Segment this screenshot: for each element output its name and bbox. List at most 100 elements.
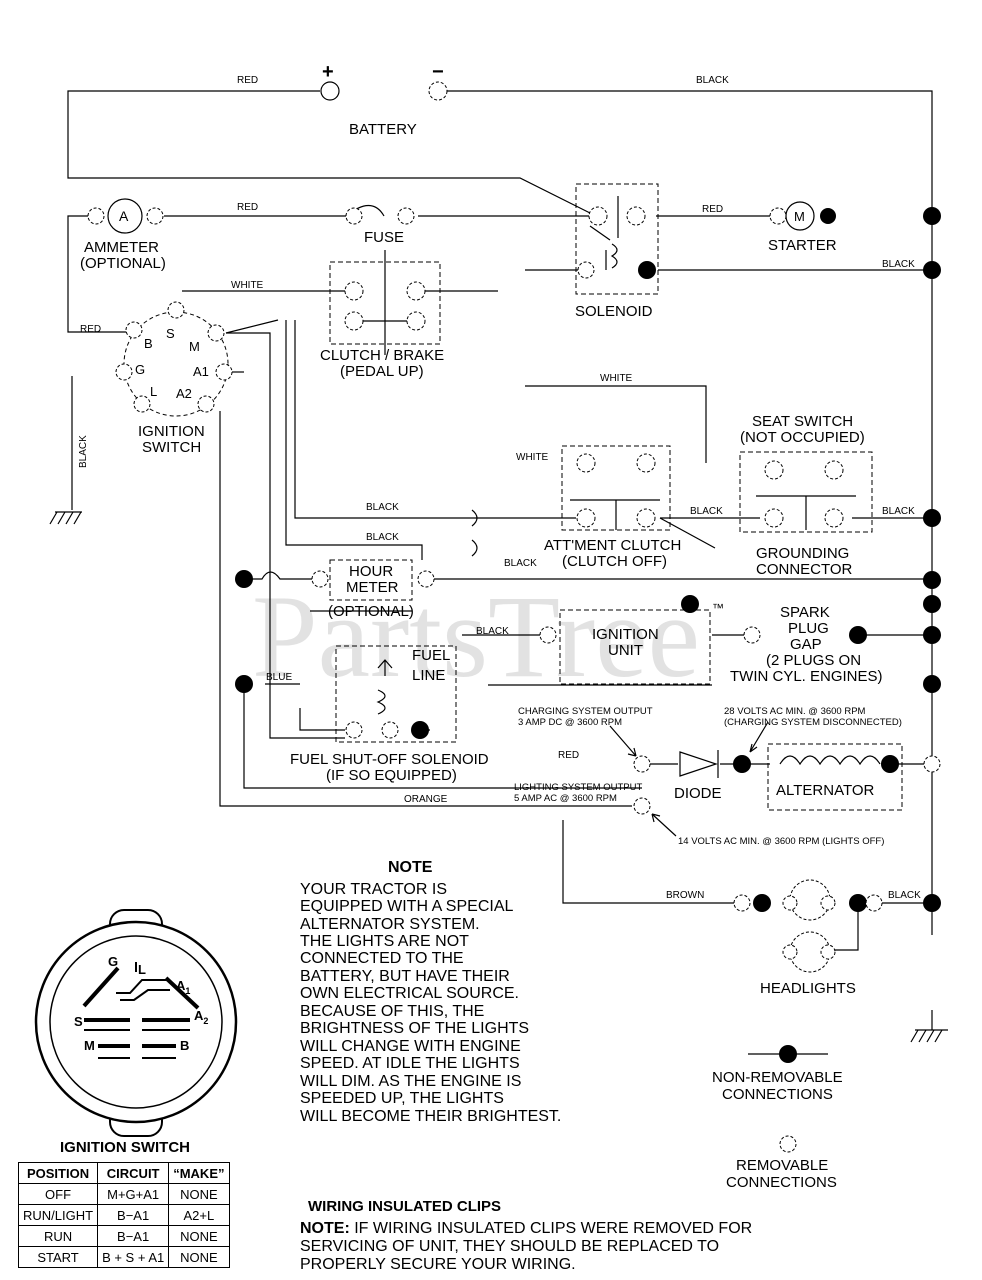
legend: NON-REMOVABLE CONNECTIONS REMOVABLE CONN… <box>712 1045 843 1191</box>
spark-label-3: GAP <box>790 636 822 653</box>
headlights: HEADLIGHTS <box>733 879 941 997</box>
table-row: START B + S + A1 NONE <box>17 1246 230 1268</box>
pin-a1: A1 <box>193 364 209 379</box>
note-line: SPEEDED UP, THE LIGHTS <box>300 1090 504 1107</box>
fuse: FUSE <box>345 207 415 246</box>
table-row: RUN B−A1 NONE <box>17 1225 230 1247</box>
right-bus-connections <box>923 207 941 693</box>
pin-a2: A2 <box>176 386 192 401</box>
wire-label-white: WHITE <box>516 452 549 463</box>
wire-label-red: RED <box>80 324 101 335</box>
watermark-tm: ™ <box>712 601 724 615</box>
table-cell: A2+L <box>168 1204 230 1226</box>
clutch-brake-sub-label: (PEDAL UP) <box>340 363 424 380</box>
table-cell: NONE <box>168 1183 230 1205</box>
pin-g: G <box>135 362 145 377</box>
spark-label-1: SPARK <box>780 604 830 621</box>
fuel-line-label-2: LINE <box>412 667 445 684</box>
table-cell: B + S + A1 <box>97 1246 170 1268</box>
wire-label-red: RED <box>237 75 258 86</box>
table-cell: B−A1 <box>97 1204 170 1226</box>
table-header-cell: CIRCUIT <box>97 1162 170 1184</box>
wire-label-blue: BLUE <box>266 672 292 683</box>
wire-label-white: WHITE <box>600 373 633 384</box>
charging-system: DIODE ALTERNATOR CHARGING SYSTEM OUTPUT … <box>514 706 941 847</box>
fuel-line-label-1: FUEL <box>412 647 450 664</box>
face-pin-a2: A2 <box>194 1008 208 1026</box>
wire-label-red: RED <box>702 204 723 215</box>
pin-m: M <box>189 339 200 354</box>
note-title: NOTE <box>388 859 433 876</box>
face-pin-l: L <box>138 962 146 977</box>
clips-note-label: NOTE: <box>300 1220 350 1237</box>
note-line: BECAUSE OF THIS, THE <box>300 1003 484 1020</box>
ignition-switch-label: IGNITION <box>138 423 205 440</box>
face-pin-s: S <box>74 1014 83 1029</box>
table-header-row: POSITION CIRCUIT “MAKE” <box>17 1162 230 1184</box>
note-block: NOTE YOUR TRACTOR IS EQUIPPED WITH A SPE… <box>300 859 561 1125</box>
removable-connection-icon <box>779 1135 797 1153</box>
ignition-unit-label-2: UNIT <box>608 642 643 659</box>
hour-meter: HOUR METER (OPTIONAL) <box>235 559 435 620</box>
fuse-label: FUSE <box>364 229 404 246</box>
alternator-label: ALTERNATOR <box>776 782 875 799</box>
ignition-switch-label-2: SWITCH <box>142 439 201 456</box>
ignition-switch: S B M G A1 L A2 IGNITION SWITCH <box>115 301 233 456</box>
table-cell: NONE <box>168 1225 230 1247</box>
pin-l: L <box>150 384 157 399</box>
note-line: BRIGHTNESS OF THE LIGHTS <box>300 1020 529 1037</box>
grounding-connector-label-2: CONNECTOR <box>756 561 853 578</box>
charge-spec-2: 3 AMP DC @ 3600 RPM <box>518 717 622 728</box>
alternator-coil-icon <box>779 755 881 766</box>
diode-icon <box>679 751 718 777</box>
spark-label-5: TWIN CYL. ENGINES) <box>730 668 883 685</box>
solenoid-label: SOLENOID <box>575 303 653 320</box>
seat-switch: SEAT SWITCH (NOT OCCUPIED) GROUNDING CON… <box>739 413 873 578</box>
note-line: YOUR TRACTOR IS <box>300 881 447 898</box>
hour-meter-optional-label: (OPTIONAL) <box>328 603 414 620</box>
table-row: RUN/LIGHT B−A1 A2+L <box>17 1204 230 1226</box>
wire-label-black-vertical: BLACK <box>78 435 89 468</box>
attment-clutch-sub-label: (CLUTCH OFF) <box>562 553 667 570</box>
ignition-switch-face: G L A1 S A2 M B IGNITION SWITCH <box>34 909 238 1156</box>
light-spec-2: 5 AMP AC @ 3600 RPM <box>514 793 617 804</box>
battery-positive-terminal <box>320 81 340 101</box>
note-line: WILL CHANGE WITH ENGINE <box>300 1038 521 1055</box>
wire-labels: RED BLACK RED RED BLACK WHITE RED WHITE … <box>78 75 921 901</box>
battery: + − BATTERY <box>320 61 448 138</box>
wire-label-black: BLACK <box>476 626 509 637</box>
ammeter: A AMMETER (OPTIONAL) <box>80 198 166 272</box>
face-pin-a1-sub: 1 <box>185 986 190 996</box>
clips-line-1-text: IF WIRING INSULATED CLIPS WERE REMOVED F… <box>350 1220 752 1237</box>
pin-s: S <box>166 326 175 341</box>
note-line: WILL DIM. AS THE ENGINE IS <box>300 1073 521 1090</box>
ammeter-icon <box>107 198 143 234</box>
wire-label-black: BLACK <box>690 506 723 517</box>
wire-label-black: BLACK <box>882 506 915 517</box>
face-pin-g: G <box>108 954 118 969</box>
face-pin-a2-sub: 2 <box>203 1016 208 1026</box>
headlights-label: HEADLIGHTS <box>760 980 856 997</box>
starter-motor-icon <box>785 201 815 231</box>
wire-label-red: RED <box>237 202 258 213</box>
attachment-clutch: ATT'MENT CLUTCH (CLUTCH OFF) <box>544 445 681 570</box>
battery-minus-sign: − <box>432 61 444 83</box>
ammeter-letter: A <box>119 208 129 224</box>
note-line: WILL BECOME THEIR BRIGHTEST. <box>300 1108 561 1125</box>
seat-switch-sub-label: (NOT OCCUPIED) <box>740 429 865 446</box>
attment-clutch-label: ATT'MENT CLUTCH <box>544 537 681 554</box>
clips-line-1: NOTE: IF WIRING INSULATED CLIPS WERE REM… <box>300 1220 752 1237</box>
battery-negative-terminal <box>428 81 448 101</box>
starter-letter: M <box>794 209 805 224</box>
wire-label-brown: BROWN <box>666 890 704 901</box>
table-row: OFF M+G+A1 NONE <box>17 1183 230 1205</box>
seat-switch-label: SEAT SWITCH <box>752 413 853 430</box>
wires <box>49 90 948 1043</box>
note-line: BATTERY, BUT HAVE THEIR <box>300 968 510 985</box>
non-removable-connection-icon <box>779 1045 797 1063</box>
note-line: ALTERNATOR SYSTEM. <box>300 916 480 933</box>
legend-nonremovable-2: CONNECTIONS <box>722 1086 833 1103</box>
wire-label-black: BLACK <box>696 75 729 86</box>
clutch-brake-switch: CLUTCH / BRAKE (PEDAL UP) <box>320 261 444 380</box>
note-line: THE LIGHTS ARE NOT <box>300 933 469 950</box>
